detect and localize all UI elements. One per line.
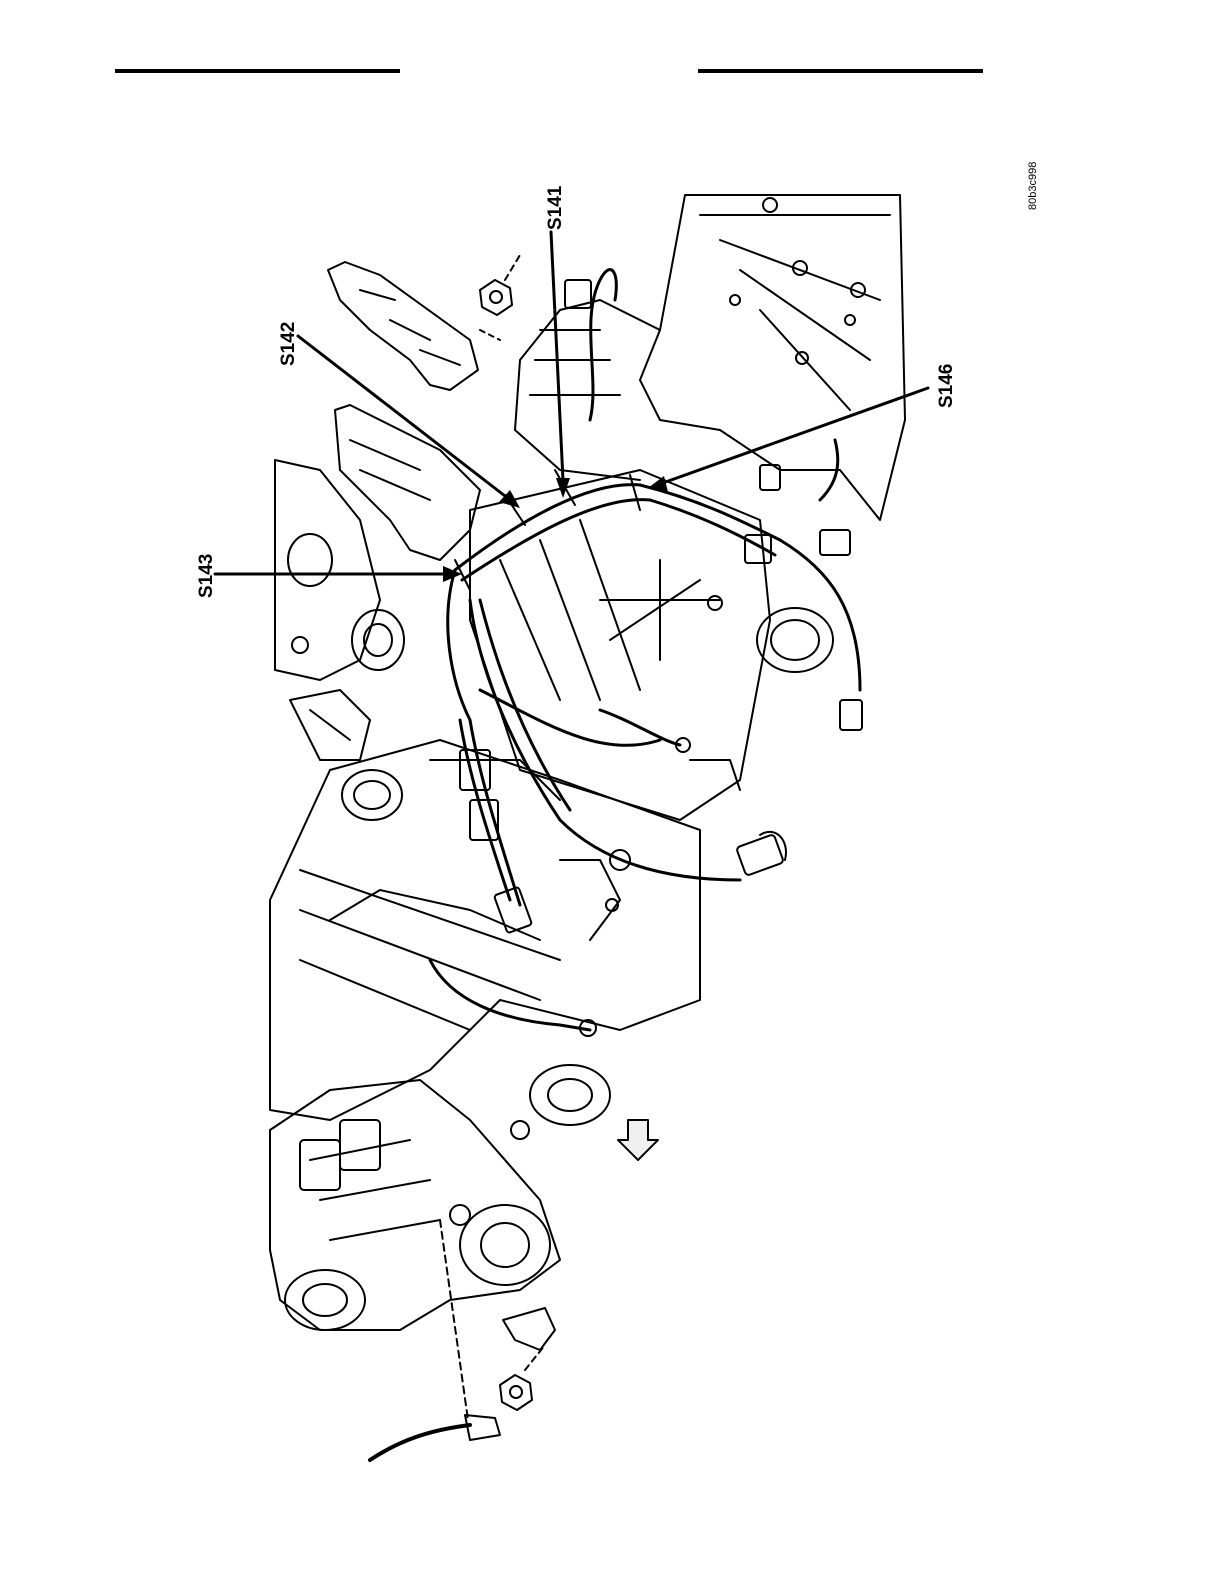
transmission-case — [515, 195, 905, 520]
left-components — [275, 460, 404, 760]
heat-shield-bracket — [328, 262, 500, 390]
engine-block — [270, 740, 700, 1120]
boot — [503, 1308, 555, 1350]
callout-s142: S142 — [278, 322, 300, 366]
callout-s141: S141 — [545, 186, 567, 230]
front-arrow — [618, 1120, 658, 1160]
front-cover — [270, 1065, 610, 1330]
exhaust-manifold — [335, 405, 480, 560]
callout-s143: S143 — [196, 554, 218, 598]
bottom-nut — [500, 1345, 545, 1410]
callout-s146: S146 — [936, 364, 958, 408]
figure-code: 80b3c998 — [1027, 162, 1039, 210]
ground-strap — [370, 1220, 500, 1460]
wiring-harness — [430, 270, 860, 1030]
nut — [480, 255, 520, 315]
